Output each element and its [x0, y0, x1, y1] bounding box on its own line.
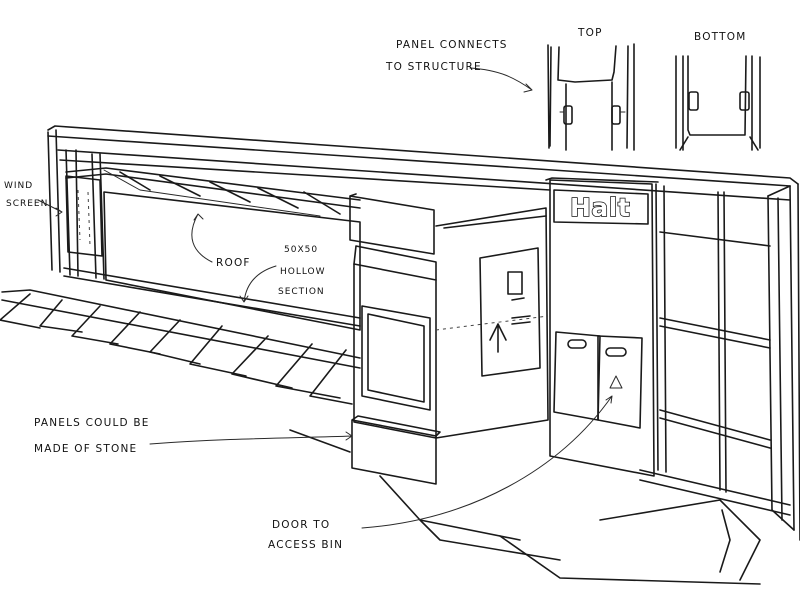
halt-sign-text: Halt [570, 193, 630, 222]
note-door-line2: ACCESS BIN [268, 539, 343, 551]
detail-top-inset [547, 43, 635, 151]
note-panel-connects-line2: TO STRUCTURE [385, 61, 482, 73]
note-hollow-line3: SECTION [278, 287, 325, 297]
note-bottom: BOTTOM [694, 31, 746, 43]
platform-paving [0, 289, 761, 585]
note-roof: ROOF [216, 257, 251, 269]
leader-wind-screen [37, 199, 63, 217]
detail-bottom-inset [675, 55, 761, 151]
shelter-frame [47, 125, 800, 541]
center-frame-panel [353, 245, 437, 439]
note-door-line1: DOOR TO [272, 519, 330, 531]
ticket-machine [479, 247, 541, 377]
leader-door [361, 395, 613, 529]
note-panels-line2: MADE OF STONE [34, 443, 137, 455]
leader-hollow [239, 265, 277, 303]
leader-panels [149, 431, 353, 445]
stone-base-block [351, 415, 441, 485]
back-panel [103, 191, 361, 331]
note-top: TOP [577, 27, 603, 39]
note-wind-screen-line1: WIND [4, 181, 33, 191]
note-hollow-line2: HOLLOW [280, 267, 326, 277]
note-panels-line1: PANELS COULD BE [34, 417, 150, 429]
bins [553, 331, 643, 429]
wind-screen [65, 175, 103, 257]
roof-frame [65, 167, 361, 217]
leader-panel-connects [469, 67, 533, 93]
halt-tower [545, 177, 659, 477]
leader-roof [191, 213, 213, 263]
roof-sign-block [349, 193, 435, 255]
note-hollow-line1: 50X50 [284, 245, 318, 255]
vending-frame [435, 207, 549, 439]
note-wind-screen-line2: SCREEN [6, 199, 48, 209]
note-panel-connects-line1: PANEL CONNECTS [396, 39, 508, 51]
